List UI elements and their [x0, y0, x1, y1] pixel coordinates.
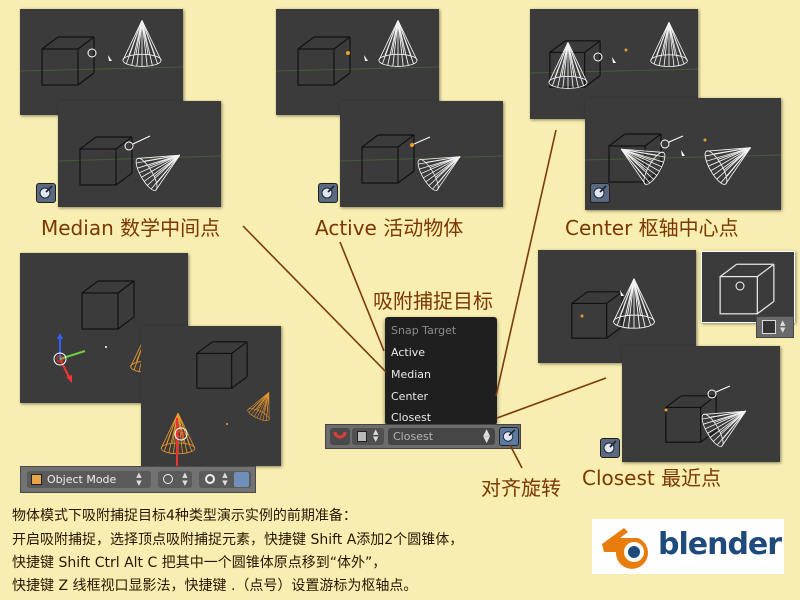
- blender-logo-word: blender: [658, 527, 782, 562]
- viewport-active-before: [276, 9, 439, 115]
- cube-snap-icon: [357, 431, 367, 442]
- object-mode-header: Object Mode ▲▼ ▲▼ ▲▼: [20, 466, 256, 493]
- viewport-closest-wire: [701, 251, 795, 323]
- snap-target-value: Closest: [393, 430, 434, 443]
- caption-snap-target-heading: 吸附捕捉目标: [373, 289, 493, 313]
- caption-closest: Closest 最近点: [582, 466, 722, 490]
- object-mode-icon: [31, 474, 42, 485]
- caption-center: Center 枢轴中心点: [565, 216, 739, 240]
- menu-item-center[interactable]: Center: [391, 390, 429, 403]
- viewport-center-before-scene: [530, 21, 698, 89]
- viewport-object-after-scene: [160, 341, 280, 466]
- description-line-4: 快捷键 Z 线框视口显影法，快捷键 .（点号）设置游标为枢轴点。: [12, 578, 418, 594]
- viewport-closest-wire-scene: [719, 263, 775, 315]
- shading-arrows-icon: ▲▼: [181, 471, 189, 487]
- snap-target-menu-title: Snap Target: [391, 324, 457, 337]
- viewport-closest-before: [538, 250, 696, 363]
- snap-align-rotation-toggle[interactable]: [318, 183, 338, 203]
- pivot-arrows-icon: ▲▼: [221, 471, 229, 487]
- snap-target-menu: Snap Target Active Median Center Closest: [385, 317, 497, 425]
- description-line-3: 快捷键 Shift Ctrl Alt C 把其中一个圆锥体原点移到“体外”，: [12, 555, 387, 571]
- snap-toggle-button[interactable]: [330, 428, 350, 445]
- viewport-active-after: [340, 101, 503, 207]
- object-mode-select[interactable]: Object Mode ▲▼: [27, 471, 151, 488]
- viewport-object-after: [141, 326, 281, 466]
- snap-align-rotation-button[interactable]: [499, 427, 519, 446]
- viewport-median-before: [20, 9, 183, 115]
- viewport-center-after: [585, 98, 781, 210]
- blender-logo-icon: [602, 528, 648, 569]
- snap-dropdown-arrows-icon: ▲▼: [780, 319, 786, 334]
- magnet-icon: [37, 184, 55, 202]
- pivot-cursor-icon: [205, 474, 215, 484]
- viewport-active-before-scene: [276, 20, 439, 86]
- vertex-snap-icon: [762, 320, 776, 334]
- viewport-closest-after: [622, 346, 780, 462]
- snap-align-rotation-toggle[interactable]: [36, 183, 56, 203]
- snap-target-arrows-icon: ▲▼: [483, 428, 490, 445]
- manipulator-icon: [234, 472, 249, 487]
- caption-align-rotation: 对齐旋转: [481, 476, 561, 500]
- snap-toolbar: ▲▼ Closest ▲▼: [325, 424, 521, 449]
- description-line-2: 开启吸附捕捉，选择顶点吸附捕捉元素，快捷键 Shift A添加2个圆锥体，: [12, 532, 464, 548]
- snap-align-rotation-toggle[interactable]: [590, 183, 610, 203]
- viewport-median-after: [58, 101, 221, 207]
- pivot-point-select[interactable]: ▲▼: [199, 471, 251, 488]
- viewport-center-after-scene: [585, 130, 781, 188]
- magnet-icon: [591, 184, 609, 202]
- caption-median: Median 数学中间点: [41, 216, 221, 240]
- magnet-icon: [601, 439, 619, 457]
- globe-icon: [163, 474, 173, 484]
- connector-closest: [496, 377, 607, 419]
- viewport-median-after-scene: [58, 135, 221, 194]
- menu-item-median[interactable]: Median: [391, 368, 432, 381]
- magnet-icon: [319, 184, 337, 202]
- viewport-shading-select[interactable]: ▲▼: [158, 471, 192, 488]
- viewport-closest-after-scene: [664, 385, 756, 450]
- snap-align-rotation-toggle[interactable]: [600, 438, 620, 458]
- mode-arrows-icon: ▲▼: [135, 471, 143, 487]
- description-line-1: 物体模式下吸附捕捉目标4种类型演示实例的前期准备：: [12, 508, 357, 524]
- menu-item-active[interactable]: Active: [391, 346, 426, 359]
- snap-element-button[interactable]: ▲▼: [352, 428, 384, 445]
- menu-item-closest[interactable]: Closest: [391, 411, 432, 424]
- magnet-snap-icon: [333, 431, 347, 439]
- snap-element-arrows-icon: ▲▼: [373, 428, 379, 443]
- snap-target-select[interactable]: Closest ▲▼: [388, 428, 495, 445]
- blender-logo: blender: [592, 519, 784, 574]
- object-mode-label: Object Mode: [47, 473, 117, 486]
- caption-active: Active 活动物体: [315, 216, 464, 240]
- viewport-object-before-scene: [53, 280, 168, 383]
- viewport-median-before-scene: [20, 20, 183, 86]
- align-rotation-icon: [500, 428, 518, 445]
- viewport-closest-before-scene: [571, 278, 656, 339]
- snap-element-icon-button[interactable]: ▲▼: [756, 316, 794, 338]
- viewport-active-after-scene: [340, 134, 503, 194]
